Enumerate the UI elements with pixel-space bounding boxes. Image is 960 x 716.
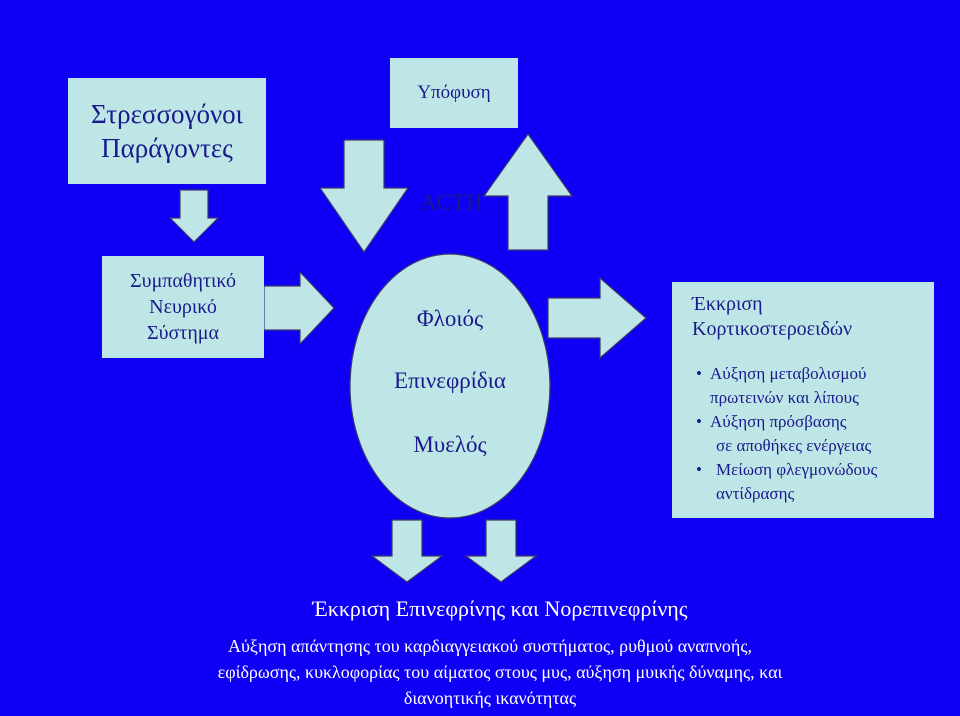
arrow-adrenal-to-pituitary <box>482 132 574 251</box>
adrenal-cortex-label: Φλοιός <box>416 306 484 331</box>
effect-line: πρωτεινών και λίπους <box>710 388 859 407</box>
pituitary-box: Υπόφυση <box>390 58 518 128</box>
sympathetic-line2: Νευρικό <box>149 296 217 318</box>
pituitary-label: Υπόφυση <box>417 82 491 103</box>
corticosteroid-box: Έκκριση Κορτικοστεροειδών • Αύξηση μεταβ… <box>672 282 934 518</box>
sympathetic-line3: Σύστημα <box>146 322 220 344</box>
catecholamine-line2: εφίδρωσης, κυκλοφορίας του αίματος στους… <box>217 662 783 682</box>
sympathetic-box: Συμπαθητικό Νευρικό Σύστημα <box>102 256 264 358</box>
effect-item: • Αύξηση μεταβολισμού πρωτεινών και λίπο… <box>696 362 934 410</box>
bullet-icon: • <box>696 460 702 479</box>
catecholamine-line3: διανοητικής ικανότητας <box>403 688 577 708</box>
effect-line: αντίδρασης <box>716 484 795 503</box>
corticosteroid-heading: Έκκριση Κορτικοστεροειδών <box>692 292 934 342</box>
arrow-stress-to-sympathetic <box>168 189 220 243</box>
effect-line: Μείωση φλεγμονώδους <box>716 460 878 479</box>
arrow-adrenal-to-catecholamine-right <box>464 519 538 583</box>
corticosteroid-heading-line2: Κορτικοστεροειδών <box>692 318 853 340</box>
bullet-icon: • <box>696 412 702 431</box>
arrow-adrenal-to-corticosteroid <box>547 276 647 360</box>
effect-line: Αύξηση μεταβολισμού <box>710 364 867 383</box>
adrenal-title-label: Επινεφρίδια <box>394 368 506 393</box>
bullet-icon: • <box>696 364 702 383</box>
corticosteroid-heading-line1: Έκκριση <box>692 293 763 315</box>
adrenal-ellipse <box>349 253 551 519</box>
effect-item: • Μείωση φλεγμονώδους αντίδρασης <box>696 458 934 506</box>
stress-factors-line1: Στρεσσογόνοι <box>91 99 243 129</box>
acth-label: ACTH <box>420 190 483 215</box>
arrow-sympathetic-to-adrenal <box>263 270 335 346</box>
sympathetic-line1: Συμπαθητικό <box>130 270 236 292</box>
effect-line: Αύξηση πρόσβασης <box>710 412 847 431</box>
stress-factors-line2: Παράγοντες <box>101 133 233 163</box>
arrow-adrenal-to-catecholamine-left <box>370 519 444 583</box>
catecholamine-heading: Έκκριση Επινεφρίνης και Νορεπινεφρίνης <box>312 596 688 621</box>
catecholamine-line1: Αύξηση απάντησης του καρδιαγγειακού συστ… <box>228 636 752 656</box>
effect-item: • Αύξηση πρόσβασης σε αποθήκες ενέργειας <box>696 410 934 458</box>
effect-line: σε αποθήκες ενέργειας <box>716 436 872 455</box>
stress-factors-box: Στρεσσογόνοι Παράγοντες <box>68 78 266 184</box>
arrow-pituitary-to-adrenal <box>318 139 410 254</box>
corticosteroid-effects-list: • Αύξηση μεταβολισμού πρωτεινών και λίπο… <box>692 362 934 506</box>
adrenal-medulla-label: Μυελός <box>413 432 487 457</box>
